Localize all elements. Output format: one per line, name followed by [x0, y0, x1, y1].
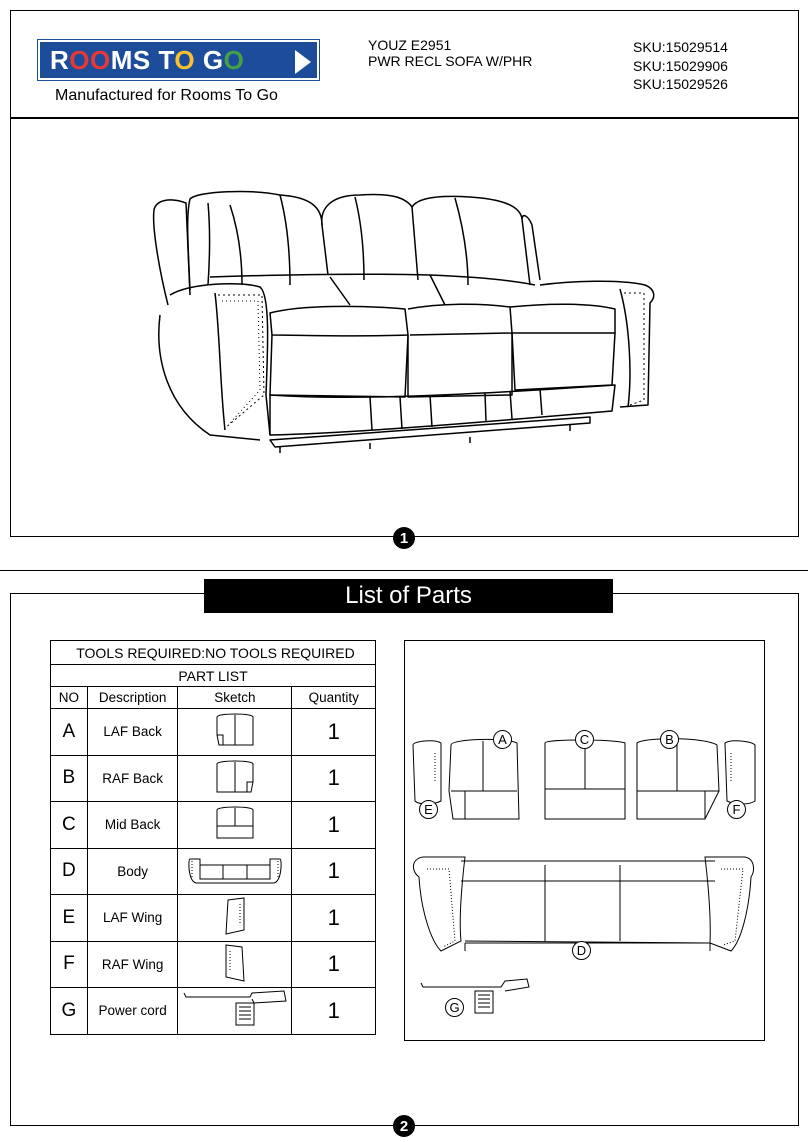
table-row: F RAF Wing 1	[50, 940, 376, 988]
callout-label: A	[493, 730, 512, 749]
sofa-illustration	[152, 190, 655, 453]
logo-arrow-icon	[295, 50, 311, 74]
part-list-title: PART LIST	[50, 664, 376, 687]
part-sketch	[177, 754, 293, 802]
power-cord-sketch	[183, 990, 287, 1026]
logo-text: ROOMS TO GO	[50, 44, 245, 75]
laf-back-sketch	[216, 713, 254, 746]
column-header-no: NO	[50, 686, 88, 709]
part-quantity: 1	[291, 847, 376, 895]
part-quantity: 1	[291, 708, 376, 756]
product-name: YOUZ E2951 PWR RECL SOFA W/PHR	[368, 37, 532, 69]
callout-label: D	[572, 941, 591, 960]
sku-list: SKU:15029514 SKU:15029906 SKU:15029526	[633, 38, 728, 94]
column-header-quantity: Quantity	[291, 686, 376, 709]
column-header-description: Description	[86, 686, 179, 709]
table-row: D Body 1	[50, 847, 376, 895]
callout-label: C	[575, 730, 594, 749]
table-row: A LAF Back 1	[50, 708, 376, 756]
part-quantity: 1	[291, 940, 376, 988]
callout-label: B	[660, 730, 679, 749]
part-sketch	[177, 708, 293, 756]
part-no: A	[50, 708, 88, 756]
part-description: RAF Wing	[86, 940, 179, 988]
sku-item: SKU:15029514	[633, 39, 728, 55]
page-number-badge: 1	[393, 527, 415, 549]
part-description: Body	[86, 847, 179, 895]
callout-label: G	[445, 998, 464, 1017]
part-sketch	[177, 987, 293, 1035]
parts-section-title: List of Parts	[204, 579, 613, 613]
header-divider	[10, 117, 799, 119]
column-header-sketch: Sketch	[177, 686, 293, 709]
manufactured-for-text: Manufactured for Rooms To Go	[55, 87, 278, 104]
tools-required-text: TOOLS REQUIRED:NO TOOLS REQUIRED	[50, 640, 376, 665]
table-row: G Power cord 1	[50, 987, 376, 1035]
raf-back-sketch	[216, 760, 254, 793]
part-quantity: 1	[291, 894, 376, 942]
part-sketch	[177, 801, 293, 849]
table-row: C Mid Back 1	[50, 801, 376, 849]
parts-table: TOOLS REQUIRED:NO TOOLS REQUIRED PART LI…	[50, 640, 376, 1035]
part-description: RAF Back	[86, 754, 179, 802]
part-no: F	[50, 940, 88, 988]
sku-item: SKU:15029906	[633, 57, 728, 74]
mid-back-sketch	[216, 806, 254, 839]
body-sketch	[188, 858, 282, 884]
table-row: E LAF Wing 1	[50, 894, 376, 942]
part-quantity: 1	[291, 987, 376, 1035]
table-row: B RAF Back 1	[50, 754, 376, 802]
part-no: G	[50, 987, 88, 1035]
part-no: C	[50, 801, 88, 849]
part-description: Power cord	[86, 987, 179, 1035]
part-no: E	[50, 894, 88, 942]
part-quantity: 1	[291, 754, 376, 802]
rooms-to-go-logo: ROOMS TO GO	[37, 39, 320, 81]
page-separator	[0, 570, 808, 571]
product-model: YOUZ E2951	[368, 37, 452, 53]
part-description: LAF Wing	[86, 894, 179, 942]
sku-item: SKU:15029526	[633, 76, 728, 92]
part-sketch	[177, 847, 293, 895]
part-description: Mid Back	[86, 801, 179, 849]
part-sketch	[177, 940, 293, 988]
part-description: LAF Back	[86, 708, 179, 756]
callout-label: E	[419, 800, 438, 819]
part-no: B	[50, 754, 88, 802]
exploded-view-drawing	[412, 738, 756, 1014]
parts-exploded-diagram: A C B E F D G	[404, 640, 765, 1041]
part-quantity: 1	[291, 801, 376, 849]
product-description: PWR RECL SOFA W/PHR	[368, 53, 533, 69]
page-number-badge: 2	[393, 1115, 415, 1137]
part-sketch	[177, 894, 293, 942]
raf-wing-sketch	[225, 944, 245, 982]
part-no: D	[50, 847, 88, 895]
laf-wing-sketch	[225, 897, 245, 935]
callout-label: F	[727, 800, 746, 819]
